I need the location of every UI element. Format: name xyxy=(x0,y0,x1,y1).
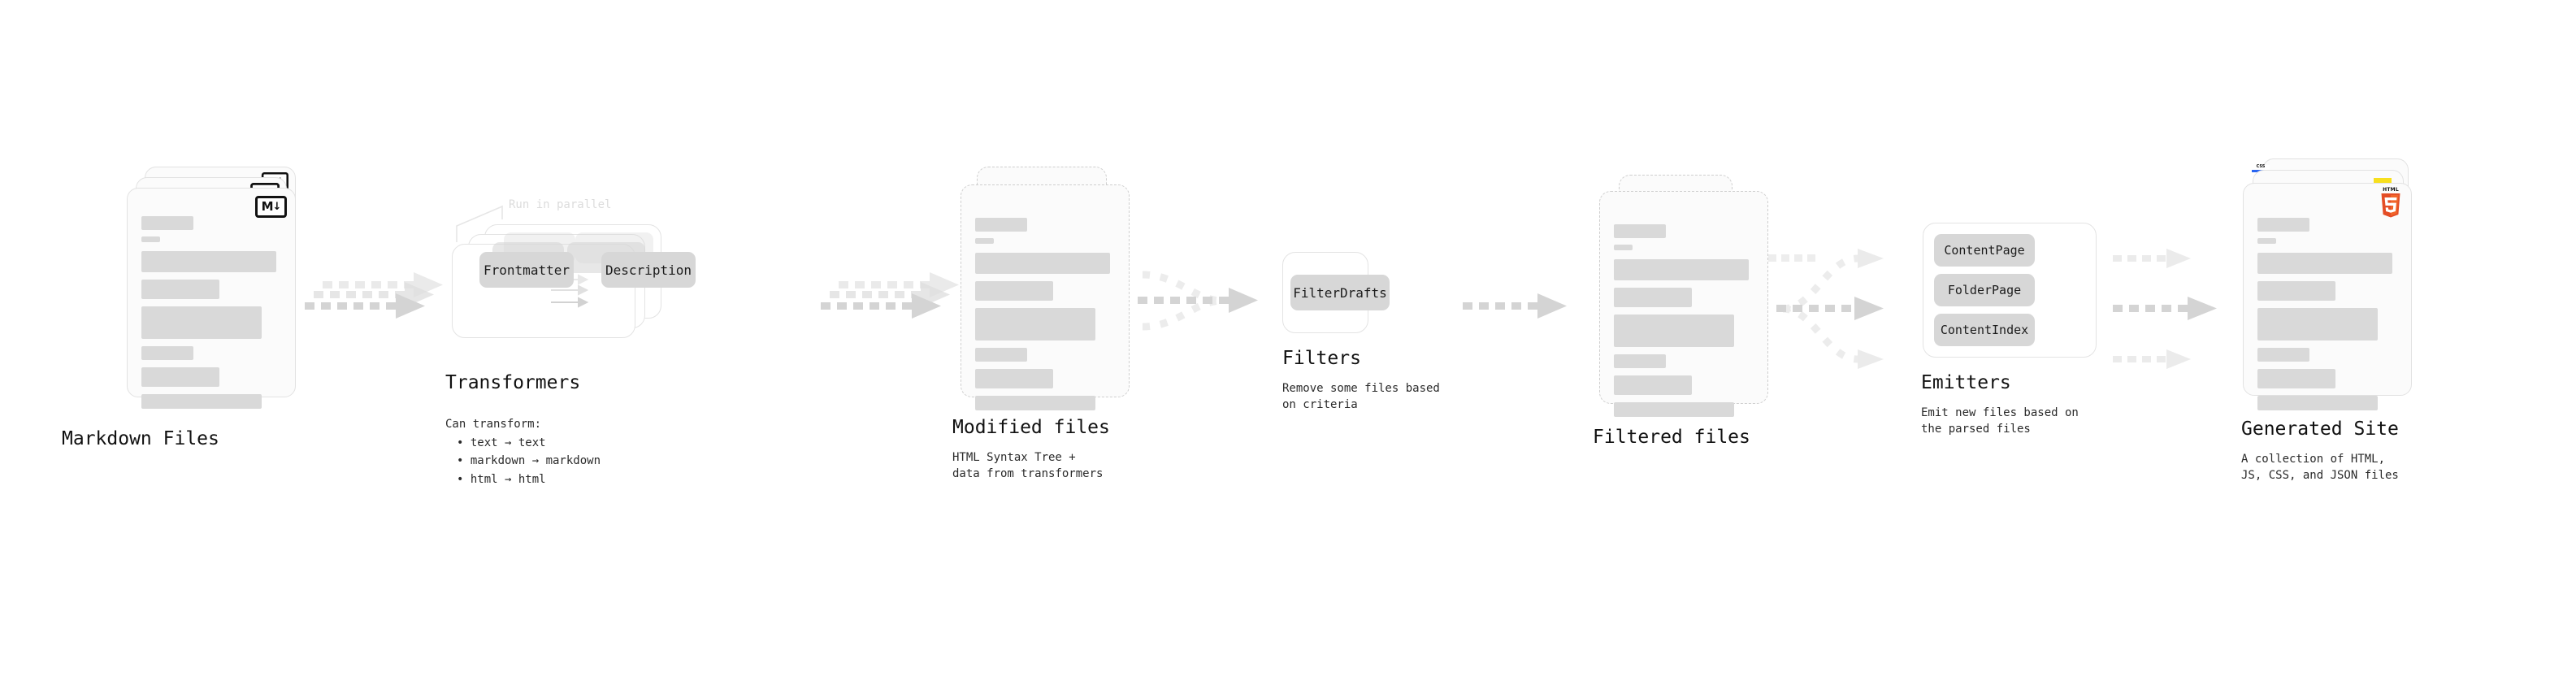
skeleton-bar xyxy=(1614,314,1734,347)
chip-label: FilterDrafts xyxy=(1293,284,1387,301)
css-icon-label: CSS xyxy=(2256,164,2266,169)
transformer-chip-description[interactable]: Description xyxy=(601,252,696,288)
stage-title: Emitters xyxy=(1921,372,2011,393)
skeleton-bar xyxy=(1614,259,1749,280)
run-in-parallel-label: Run in parallel xyxy=(509,198,612,211)
stage-markdown-files: M↓ M↓ M↓ Markdown Files xyxy=(62,167,299,449)
file-content-skeleton xyxy=(975,218,1115,417)
skeleton-bar xyxy=(2257,369,2335,388)
list-item: • markdown → markdown xyxy=(457,454,601,468)
skeleton-bar xyxy=(141,394,262,409)
file-content-skeleton xyxy=(1614,224,1754,423)
markdown-icon: M↓ xyxy=(255,196,287,218)
markdown-file-stack: M↓ M↓ M↓ xyxy=(127,167,299,409)
filtered-file-stack xyxy=(1599,175,1772,417)
connector-arrow-5-fanout xyxy=(1768,249,1884,369)
skeleton-bar xyxy=(975,308,1095,340)
skeleton-bar xyxy=(2257,308,2378,340)
skeleton-bar xyxy=(2257,348,2309,362)
stage-title: Modified files xyxy=(952,417,1110,438)
skeleton-bar xyxy=(141,251,276,272)
skeleton-bar xyxy=(975,238,994,244)
skeleton-bar xyxy=(141,280,219,299)
html5-shield: HTML xyxy=(2380,187,2401,218)
markdown-file-front: M↓ xyxy=(127,188,296,409)
emitter-chip-contentpage[interactable]: ContentPage xyxy=(1934,234,2035,267)
skeleton-bar xyxy=(141,367,219,387)
stage-subtitle: A collection of HTML, JS, CSS, and JSON … xyxy=(2241,453,2399,483)
file-content-skeleton xyxy=(2257,218,2397,417)
modified-file-stack xyxy=(961,167,1133,410)
connector-arrow-6 xyxy=(2113,249,2217,369)
skeleton-bar xyxy=(975,396,1095,410)
stage-subtitle: Emit new files based on the parsed files xyxy=(1921,406,2079,436)
skeleton-bar xyxy=(1614,375,1692,395)
transform-capabilities-list: • text → text • markdown → markdown • ht… xyxy=(457,434,601,488)
connector-arrow-2 xyxy=(821,272,959,319)
generated-file-html: HTML xyxy=(2243,183,2412,410)
skeleton-bar xyxy=(975,369,1053,388)
emitter-chip-contentindex[interactable]: ContentIndex xyxy=(1934,314,2035,346)
list-item: • html → html xyxy=(457,472,546,486)
markdown-icon-letter: M xyxy=(261,199,274,214)
skeleton-bar xyxy=(141,346,193,360)
modified-file-front xyxy=(961,184,1130,410)
chip-label: ContentIndex xyxy=(1940,323,2029,337)
stage-title: Markdown Files xyxy=(62,428,219,449)
transformer-inner-arrows xyxy=(551,274,589,308)
skeleton-bar xyxy=(2257,396,2378,410)
stage-filtered-files: Filtered files xyxy=(1593,175,1772,448)
filter-chip-filterdrafts[interactable]: FilterDrafts xyxy=(1290,275,1390,310)
stage-title: Generated Site xyxy=(2241,419,2399,440)
skeleton-bar xyxy=(141,236,160,242)
filtered-file-front xyxy=(1599,191,1768,417)
html5-shield-svg xyxy=(2381,193,2400,218)
skeleton-bar xyxy=(141,306,262,339)
chip-label: FolderPage xyxy=(1947,283,2022,297)
stage-subtitle: Remove some files based on criteria xyxy=(1282,382,1440,412)
emitter-chip-folderpage[interactable]: FolderPage xyxy=(1934,274,2035,306)
connector-arrow-1 xyxy=(305,272,443,319)
connector-arrow-4 xyxy=(1463,293,1567,319)
skeleton-bar xyxy=(1614,288,1692,307)
chip-label: Frontmatter xyxy=(484,262,570,278)
skeleton-bar xyxy=(2257,218,2309,232)
skeleton-bar xyxy=(975,348,1027,362)
stage-title: Filters xyxy=(1282,348,1361,369)
skeleton-bar xyxy=(2257,281,2335,301)
connector-arrow-3-merge xyxy=(1138,271,1258,331)
chip-label: Description xyxy=(605,262,692,278)
file-content-skeleton xyxy=(141,216,281,415)
stage-subtitle-intro: Can transform: xyxy=(445,418,542,431)
skeleton-bar xyxy=(141,216,193,230)
stage-modified-files: Modified files HTML Syntax Tree + data f… xyxy=(952,167,1133,480)
skeleton-bar xyxy=(1614,402,1734,417)
skeleton-bar xyxy=(1614,354,1666,368)
stage-subtitle: HTML Syntax Tree + data from transformer… xyxy=(952,451,1104,481)
list-item: • text → text xyxy=(457,436,546,449)
html5-icon-label: HTML xyxy=(2383,187,2399,193)
markdown-icon-arrow: ↓ xyxy=(272,201,282,213)
html5-icon: HTML xyxy=(2380,187,2401,218)
stage-title: Transformers xyxy=(445,372,581,393)
chip-label: ContentPage xyxy=(1944,243,2025,258)
skeleton-bar xyxy=(975,218,1027,232)
skeleton-bar xyxy=(2257,238,2276,244)
run-in-parallel-leader xyxy=(456,205,503,242)
skeleton-bar xyxy=(2257,253,2392,274)
transformer-chip-frontmatter[interactable]: Frontmatter xyxy=(479,252,574,288)
skeleton-bar xyxy=(1614,224,1666,238)
stage-title: Filtered files xyxy=(1593,427,1750,448)
skeleton-bar xyxy=(1614,245,1633,250)
stage-generated-site: CSS HTML xyxy=(2241,158,2415,482)
skeleton-bar xyxy=(975,253,1110,274)
generated-file-stack: CSS HTML xyxy=(2243,158,2415,410)
skeleton-bar xyxy=(975,281,1053,301)
